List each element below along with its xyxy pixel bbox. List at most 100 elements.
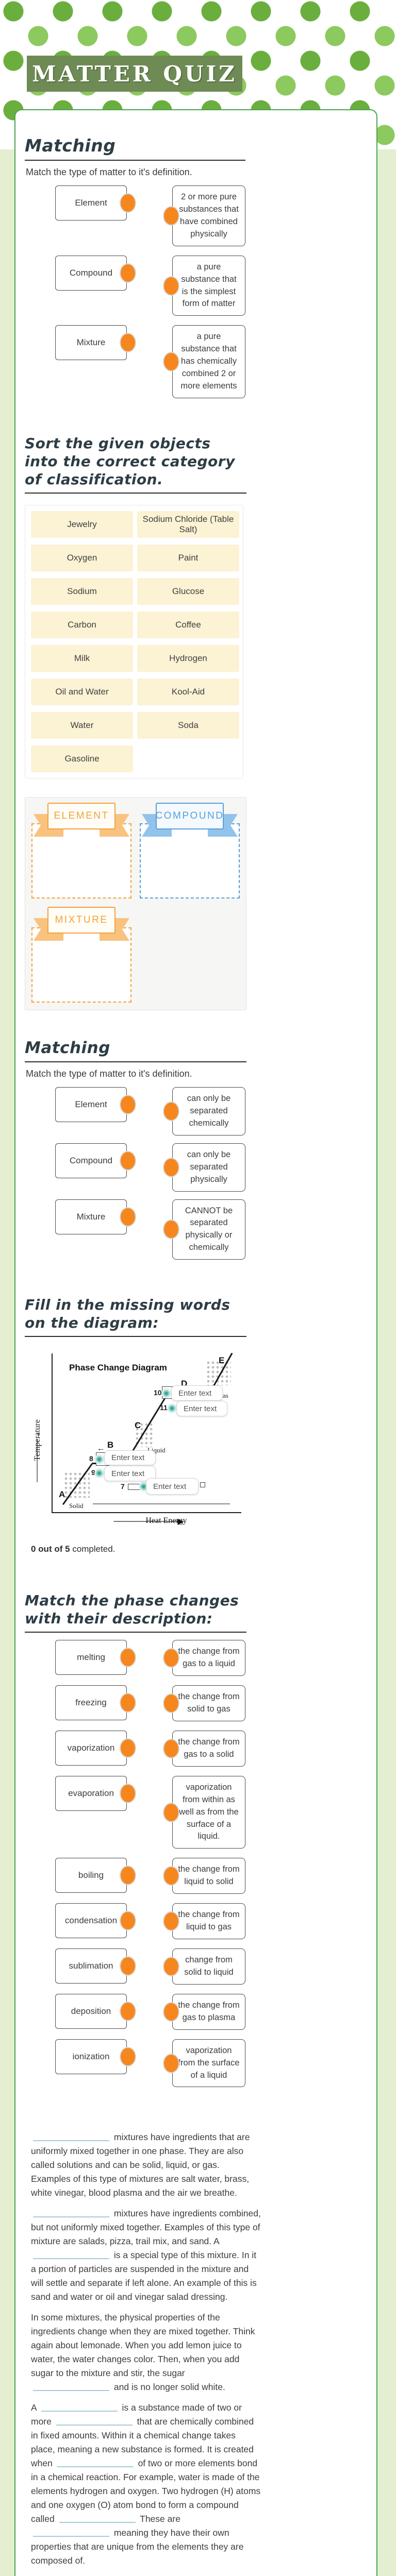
sort-chip[interactable]: Sodium [31,578,133,605]
connector-dot[interactable] [120,1783,136,1803]
match-term-box[interactable]: vaporization [55,1730,136,1766]
match-definition-label: the change from gas to a liquid [178,1647,240,1669]
sort-chip[interactable]: Water [31,711,133,739]
connector-dot[interactable] [163,2002,179,2022]
connector-dot[interactable] [120,263,136,283]
connector-dot[interactable] [163,206,179,226]
connector-dot[interactable] [163,1866,179,1886]
match-definition-box[interactable]: vaporization from within as well as from… [163,1775,245,1849]
match-definition-box[interactable]: the change from liquid to gas [163,1903,245,1940]
match-definition-box[interactable]: the change from gas to a solid [163,1730,245,1767]
match-definition-label: the change from solid to gas [178,1692,240,1714]
fill-in-blank-input[interactable] [33,2383,109,2392]
connector-dot[interactable] [120,193,136,213]
match-definition-box[interactable]: can only be separated chemically [163,1087,245,1136]
match-term-box[interactable]: ionization [55,2039,136,2074]
drop-zone-element[interactable]: ELEMENT [31,802,131,899]
match-term-box[interactable]: evaporation [55,1775,136,1811]
connector-dot[interactable] [163,1648,179,1668]
mixture-ribbon: MIXTURE [34,906,129,952]
match-term-box[interactable]: sublimation [55,1948,136,1984]
match-definition-box[interactable]: the change from gas to a liquid [163,1640,245,1676]
connector-dot[interactable] [163,1101,179,1121]
diagram-blank-input[interactable]: Enter text [146,1478,199,1495]
diagram-blank-input[interactable]: Enter text [171,1385,223,1401]
match-term-box[interactable]: Element [55,1087,136,1122]
match-definition-box[interactable]: the change from liquid to solid [163,1858,245,1894]
diagram-blank-input[interactable]: Enter text [176,1401,227,1417]
connector-dot[interactable] [120,2046,136,2066]
match-term-box[interactable]: Element [55,185,136,221]
fill-in-blank-input[interactable] [33,2133,109,2142]
sort-chip[interactable]: Paint [137,544,239,571]
diagram-blank-input[interactable]: Enter text [104,1450,156,1466]
drop-zone-compound[interactable]: COMPOUND [140,802,240,899]
fill-in-blank-input[interactable] [33,2209,109,2218]
match-term-box[interactable]: melting [55,1640,136,1675]
match-definition-box[interactable]: vaporization from the surface of a liqui… [163,2039,245,2088]
connector-dot[interactable] [120,333,136,353]
match-definition-box[interactable]: CANNOT be separated physically or chemic… [163,1199,245,1260]
sort-chip[interactable]: Soda [137,711,239,739]
sort-chip[interactable]: Coffee [137,611,239,638]
gas-particles-icon [206,1361,231,1386]
match-term-label: Element [75,1099,107,1109]
match-term-box[interactable]: Compound [55,255,136,291]
match-term-box[interactable]: freezing [55,1685,136,1721]
fill-in-blank-input[interactable] [56,2417,133,2426]
match-definition-box[interactable]: change from solid to liquid [163,1948,245,1985]
match-term-box[interactable]: deposition [55,1993,136,2029]
sort-chip[interactable]: Jewelry [31,511,133,538]
match-definition-box[interactable]: the change from gas to plasma [163,1993,245,2030]
sort-chip[interactable]: Glucose [137,578,239,605]
sort-chip[interactable]: Oil and Water [31,678,133,705]
fill-in-blank-input[interactable] [41,2403,118,2412]
connector-dot[interactable] [163,1157,179,1177]
connector-dot[interactable] [120,1207,136,1227]
sort-chip[interactable]: Gasoline [31,745,133,772]
connector-dot[interactable] [120,1738,136,1758]
fill-in-blank-input[interactable] [33,2529,109,2537]
match-definition-box[interactable]: can only be separated physically [163,1143,245,1192]
sort-chip[interactable]: Oxygen [31,544,133,571]
sort-chip[interactable]: Hydrogen [137,645,239,672]
connector-dot[interactable] [120,1693,136,1713]
drop-zone-mixture[interactable]: MIXTURE [31,906,131,1003]
connector-dot[interactable] [120,1866,136,1886]
sort-chip[interactable]: Sodium Chloride (Table Salt) [137,511,239,538]
fill-in-blank-input[interactable] [59,2515,136,2523]
compound-ribbon: COMPOUND [142,802,238,848]
connector-dot[interactable] [163,1956,179,1976]
match-term-box[interactable]: condensation [55,1903,136,1939]
connector-dot[interactable] [120,1956,136,1976]
match-term-box[interactable]: Mixture [55,325,136,361]
connector-dot[interactable] [120,1911,136,1931]
sort-chip[interactable]: Carbon [31,611,133,638]
connector-dot[interactable] [163,352,179,372]
match-definition-box[interactable]: a pure substance that has chemically com… [163,325,245,398]
match-term-box[interactable]: Mixture [55,1199,136,1234]
connector-dot[interactable] [120,2001,136,2021]
match-definition-box[interactable]: a pure substance that is the simplest fo… [163,255,245,316]
match-term-box[interactable]: Compound [55,1143,136,1178]
connector-dot[interactable] [120,1150,136,1171]
fill-in-blank-input[interactable] [33,2251,109,2260]
match-definition-box[interactable]: 2 or more pure substances that have comb… [163,185,245,246]
connector-dot[interactable] [163,1693,179,1713]
match-row: deposition the change from gas to plasma [55,1993,364,2030]
connector-dot[interactable] [163,1911,179,1931]
connector-dot[interactable] [163,2053,179,2073]
sort-chip[interactable]: Kool-Aid [137,678,239,705]
connector-dot[interactable] [163,1219,179,1240]
match-definition-box[interactable]: the change from solid to gas [163,1685,245,1721]
teal-anchor-icon [161,1388,171,1399]
sort-chip[interactable]: Milk [31,645,133,672]
fill-in-blank-input[interactable] [57,2459,134,2468]
connector-dot[interactable] [163,1802,179,1822]
connector-dot[interactable] [163,276,179,296]
connector-dot[interactable] [163,1738,179,1758]
connector-dot[interactable] [120,1648,136,1668]
match-term-box[interactable]: boiling [55,1858,136,1893]
point-label-c: C [135,1420,141,1431]
connector-dot[interactable] [120,1094,136,1114]
